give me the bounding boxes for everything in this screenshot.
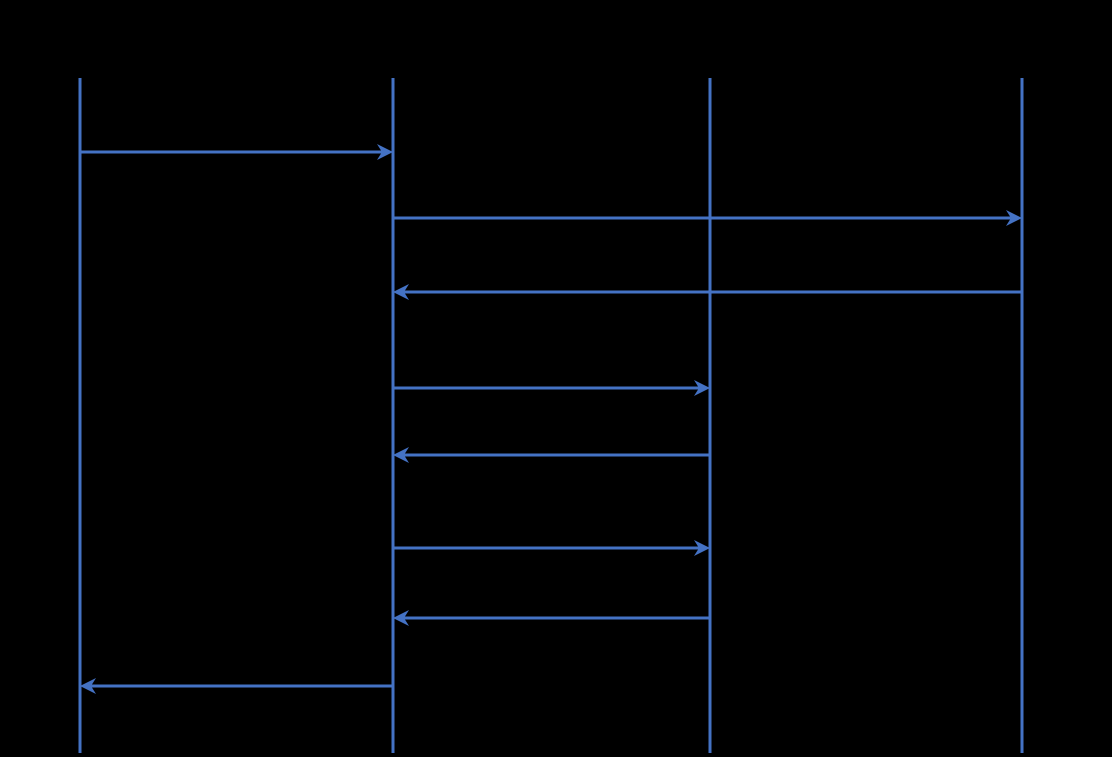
- message-2-arrowhead-icon: [1006, 210, 1022, 226]
- message-3-arrowhead-icon: [393, 284, 409, 300]
- message-7-arrowhead-icon: [393, 610, 409, 626]
- message-6-arrowhead-icon: [694, 540, 710, 556]
- message-8-arrowhead-icon: [80, 678, 96, 694]
- message-5-arrowhead-icon: [393, 447, 409, 463]
- message-1-arrowhead-icon: [377, 144, 393, 160]
- message-4-arrowhead-icon: [694, 380, 710, 396]
